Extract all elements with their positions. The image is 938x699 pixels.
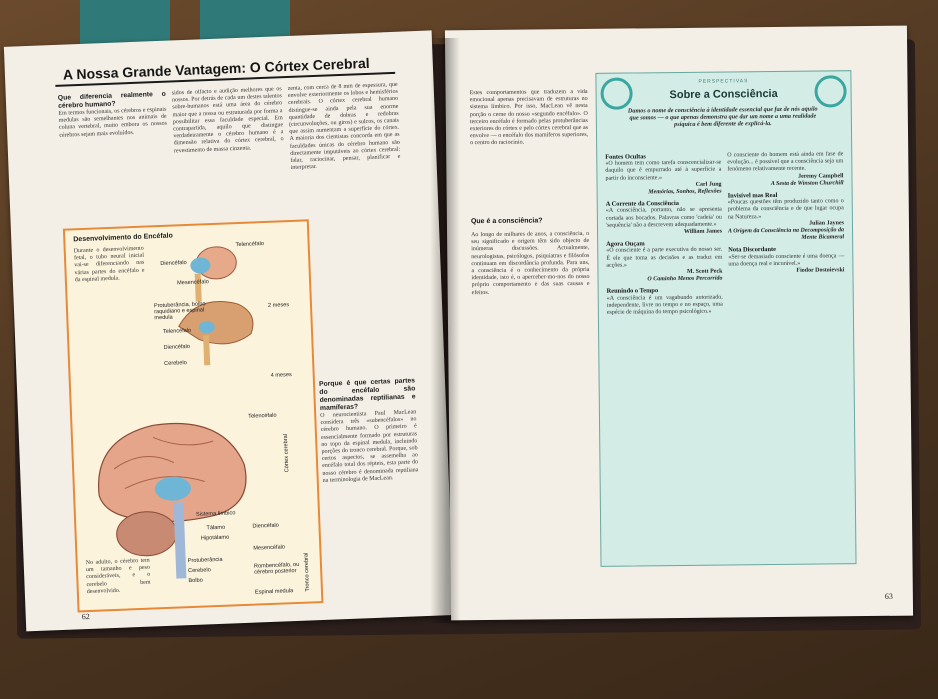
right-page: Estes comportamentos que traduzem a vida…: [444, 25, 914, 621]
quote-work: A Origem da Consciência na Decomposição …: [728, 227, 845, 241]
label-thalamus: Tálamo: [206, 524, 226, 532]
figure-description: Durante o desenvolvimento fetal, o tubo …: [73, 245, 145, 284]
quote-author: Fiodor Dostoievski: [796, 267, 845, 274]
page-number: 63: [884, 591, 893, 601]
intro-text: Em termos funcionais, os cérebros e espi…: [58, 106, 168, 139]
book-gutter: [430, 38, 460, 623]
label-mesencephalon-adult: Mesencéfalo: [253, 544, 286, 552]
intro-column: Que diferencia realmente o cérebro human…: [58, 91, 171, 215]
quote-work: A Sesta de Winston Churchill: [770, 180, 844, 187]
text-column-1b: Ao longo de milhares de anos, a consciên…: [471, 231, 593, 604]
label-diencephalon-mid: Diencéfalo: [163, 343, 191, 351]
quote-text: O consciente do homem está ainda em fase…: [727, 151, 844, 173]
perspectives-panel: PERSPECTIVAS Sobre a Consciência Damos o…: [595, 70, 857, 567]
question-heading: Que é a consciência?: [470, 217, 543, 226]
panel-intro: Damos o nome de consciência à identidade…: [627, 105, 818, 129]
label-mesencephalon: Mesencéfalo: [176, 279, 209, 287]
quote-text: «O homem tem como tarefa conscencializar…: [605, 159, 722, 182]
label-two-months: 2 meses: [267, 302, 290, 309]
question-column: Porque é que certas partes do encéfalo s…: [319, 377, 424, 611]
label-telencephalon-mid: Telencéfalo: [162, 327, 192, 335]
panel-label: PERSPECTIVAS: [698, 78, 749, 85]
label-diencephalon-adult: Diencéfalo: [252, 522, 279, 530]
label-hypothalamus: Hipotálamo: [200, 534, 230, 542]
quote-text: «A consciência é um vagabundo autorizado…: [606, 294, 723, 316]
adult-caption: No adulto, o cérebro tem um tamanho e pe…: [86, 558, 152, 604]
label-medulla-adult: Bolbo: [188, 577, 203, 585]
left-page: A Nossa Grande Vantagem: O Córtex Cerebr…: [3, 30, 454, 632]
embryo-brain-illustrations: [178, 246, 254, 366]
brain-development-figure: Desenvolvimento do Encéfalo Durante o de…: [62, 219, 324, 613]
label-diencephalon: Diencéfalo: [160, 260, 187, 268]
page-number: 62: [81, 611, 90, 622]
label-cortex: Córtex cerebral: [282, 433, 291, 473]
label-telencephalon: Telencéfalo: [235, 241, 265, 249]
caption-text: No adulto, o cérebro tem um tamanho e pe…: [85, 557, 151, 595]
label-cerebellum-adult: Cerebelo: [188, 567, 211, 575]
text-column-1: Estes comportamentos que traduzem a vida…: [470, 89, 589, 210]
quote-text: «Ser-se demasiado consciente é uma doenç…: [728, 252, 845, 268]
column-text: Ao longo de milhares de anos, a consciên…: [471, 230, 590, 296]
quotes-column-right: O consciente do homem está ainda em fase…: [727, 151, 847, 562]
label-protuberance: Protuberância, bolbo raquidiano e espina…: [153, 301, 206, 322]
quote-work: Memórias, Sonhos, Reflexões: [648, 188, 722, 196]
label-cerebellum-mid: Cerebelo: [164, 360, 187, 367]
quotes-column-left: Fontes Ocultas «O homem tem como tarefa …: [605, 153, 725, 564]
column-text: Estes comportamentos que traduzem a vida…: [469, 88, 589, 147]
question-heading: Porque é que certas partes do encéfalo s…: [318, 377, 416, 412]
quote-text: «O consciente é a parte executiva do nos…: [606, 246, 723, 269]
background-object: [200, 0, 290, 40]
quote-text: «Poucas questões têm produzido tanto com…: [727, 198, 844, 221]
column-text: sidos de olfacto e audição melhores que …: [171, 86, 284, 155]
label-four-months: 4 meses: [270, 372, 292, 379]
column-text: O neurocientista Paul MacLean considera …: [320, 409, 419, 484]
figure-text: Durante o desenvolvimento fetal, o tubo …: [74, 246, 149, 379]
label-telencephalon-adult: Telencéfalo: [248, 412, 277, 420]
column-text: zenta, com cerca de 8 mm de espessura, q…: [287, 81, 401, 172]
text-column-2: sidos de olfacto e audição melhores que …: [172, 86, 287, 214]
label-brainstem: Tronco cerebral: [303, 552, 311, 592]
panel-title: Sobre a Consciência: [669, 87, 778, 102]
adult-brain-illustration: [97, 422, 247, 579]
label-spinal-cord: Espinal medula: [254, 588, 294, 596]
background-object: [80, 0, 170, 44]
quote-text: «A consciência, portanto, não se apresen…: [605, 206, 722, 229]
